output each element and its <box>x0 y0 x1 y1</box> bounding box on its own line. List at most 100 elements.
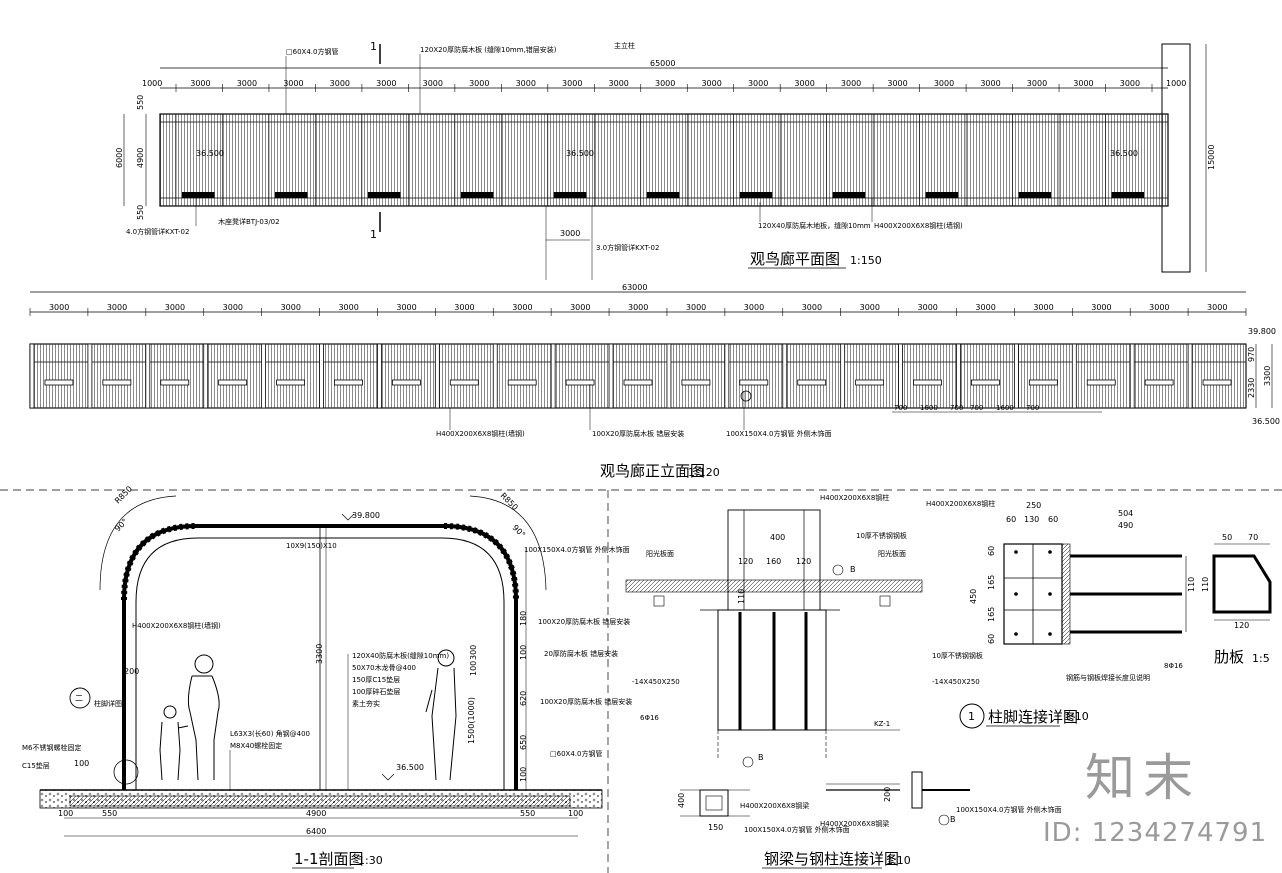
elev-sub-dim: 700 <box>1026 404 1039 412</box>
elev-window-slot <box>1202 379 1232 386</box>
plan-bay-dim: 3000 <box>237 79 257 88</box>
beam-dim-1: 400 <box>770 533 785 542</box>
beam-dim-3: 160 <box>766 557 781 566</box>
plan-benches <box>182 192 1145 198</box>
rib-detail: 50 70 110 120 肋板 1:5 <box>1201 533 1272 666</box>
elev-bay-dim: 3000 <box>1149 303 1169 312</box>
elev-sub-dim: 700 <box>950 404 963 412</box>
section-radius-left: R850 <box>113 484 134 505</box>
elev-bay-dim: 3000 <box>454 303 474 312</box>
plan-sub-dim: 3000 <box>560 229 580 238</box>
plan-bay-dim: 3000 <box>516 79 536 88</box>
plan-bay-dim: 3000 <box>887 79 907 88</box>
plan-bench <box>1111 192 1145 198</box>
elev-bay-dim: 3000 <box>512 303 532 312</box>
plan-bay-dim: 3000 <box>655 79 675 88</box>
elev-note-board: 100X20厚防腐木板 错层安装 <box>592 429 684 438</box>
plan-bay-dim: 3000 <box>1073 79 1093 88</box>
plan-columns <box>175 114 1106 206</box>
elev-note-tube: 100X150X4.0方钢管 外侧木饰面 <box>726 429 832 438</box>
elev-bay-dim: 3000 <box>975 303 995 312</box>
rib-dim-3: 110 <box>1201 577 1210 592</box>
plan-note-deck: 120X40厚防腐木地板，缝隙10mm <box>758 221 871 230</box>
section-side-dim-4: 100 <box>568 809 583 818</box>
beam-dim-5: 110 <box>737 589 746 604</box>
section-note-deck5: 素土夯实 <box>352 699 380 708</box>
section-side-dim-1: 100 <box>58 809 73 818</box>
section-note-board3: 100X20厚防腐木板 错层安装 <box>540 697 632 706</box>
col-dim-2: 60 <box>1006 515 1016 524</box>
col-note-plate: -14X450X250 <box>932 678 980 686</box>
section-note-deck3: 150厚C15垫层 <box>352 675 400 684</box>
elev-window-slot <box>797 379 827 386</box>
beam-scale: 1:10 <box>886 854 911 867</box>
section-note-deck1: 120X40防腐木板(缝隙10mm) <box>352 651 449 660</box>
elev-window-slot <box>276 379 305 386</box>
beam-mark-1: B <box>850 565 856 574</box>
beam-mark-3: B <box>950 815 956 824</box>
elev-window-slot <box>160 379 190 386</box>
plan-bench <box>739 192 773 198</box>
beam-title: 钢梁与钢柱连接详图 <box>764 850 899 868</box>
elev-bay-dim: 3000 <box>1091 303 1111 312</box>
col-dim-5: 504 <box>1118 509 1133 518</box>
elev-window-slot <box>1028 379 1058 386</box>
elev-base-level: 36.500 <box>1252 417 1280 426</box>
plan-note-steel: H400X200X6X8钢柱(墙钢) <box>874 221 963 230</box>
section-base-level: 36.500 <box>396 763 424 772</box>
elevation-wall <box>29 343 1247 409</box>
section-rdim-4: 100 <box>469 661 478 676</box>
plan-elev-1: 36.500 <box>196 149 224 158</box>
section-view: R850 R850 90° 90° 39.800 10X9(150)X10 36… <box>22 484 632 869</box>
plan-corridor <box>159 113 1169 207</box>
plan-elev-3: 36.500 <box>1110 149 1138 158</box>
elev-window-slot <box>971 379 1000 386</box>
col-dim-4: 60 <box>1048 515 1058 524</box>
elev-bay-dim: 3000 <box>338 303 358 312</box>
elev-window-slot <box>681 379 711 386</box>
rib-dim-4: 120 <box>1234 621 1249 630</box>
plan-section-mark-top: 1 <box>370 40 377 53</box>
col-dim-11: 60 <box>987 634 996 644</box>
elev-scale: 1:120 <box>688 466 720 479</box>
col-detail-bubble <box>959 703 985 729</box>
elev-bay-dim: 3000 <box>1033 303 1053 312</box>
elev-right-dim-3: 3300 <box>1263 366 1272 386</box>
elev-title: 观鸟廊正立面图 <box>600 462 705 480</box>
elev-bay-dim: 3000 <box>628 303 648 312</box>
beam-dim-4: 120 <box>796 557 811 566</box>
rib-dim-1: 50 <box>1222 533 1232 542</box>
magnifier-icon <box>740 390 752 402</box>
plan-bay-dim: 3000 <box>980 79 1000 88</box>
section-angle-left: 90° <box>113 517 129 533</box>
beam-note-bars: 6Φ16 <box>640 714 659 722</box>
elev-bay-dim: 3000 <box>396 303 416 312</box>
plan-bay-dim: 3000 <box>469 79 489 88</box>
col-dim-7: 450 <box>969 589 978 604</box>
section-note-tube-bottom: □60X4.0方钢管 <box>550 749 602 758</box>
col-note-stiff: 10厚不锈钢钢板 <box>932 651 983 660</box>
section-angle-right: 90° <box>511 523 527 539</box>
plan-bay-dim: 3000 <box>283 79 303 88</box>
section-title: 1-1剖面图 <box>294 850 364 868</box>
elev-sub-dim: 700 <box>894 404 907 412</box>
plan-bay-dim: 3000 <box>701 79 721 88</box>
section-detail-mark: 二 <box>75 694 83 703</box>
plan-left-dim-4: 550 <box>136 205 145 220</box>
plan-bay-dim: 3000 <box>1120 79 1140 88</box>
beam-dim-6: 400 <box>677 793 686 808</box>
section-detail-bubble <box>69 687 91 709</box>
plan-scale: 1:150 <box>850 254 882 267</box>
section-top-dims: 10X9(150)X10 <box>286 542 337 550</box>
beam-dim-7: 150 <box>708 823 723 832</box>
section-rdim-5: 620 <box>519 691 528 706</box>
section-window-h: 1500(1000) <box>467 697 476 744</box>
plan-bay-dim: 3000 <box>190 79 210 88</box>
elev-sub-dim: 1600 <box>996 404 1014 412</box>
elev-right-dim-1: 970 <box>1247 347 1256 362</box>
section-side-dim-3: 550 <box>520 809 535 818</box>
plan-left-dim-3: 4900 <box>136 148 145 168</box>
section-note-c15: C15垫层 <box>22 761 50 770</box>
